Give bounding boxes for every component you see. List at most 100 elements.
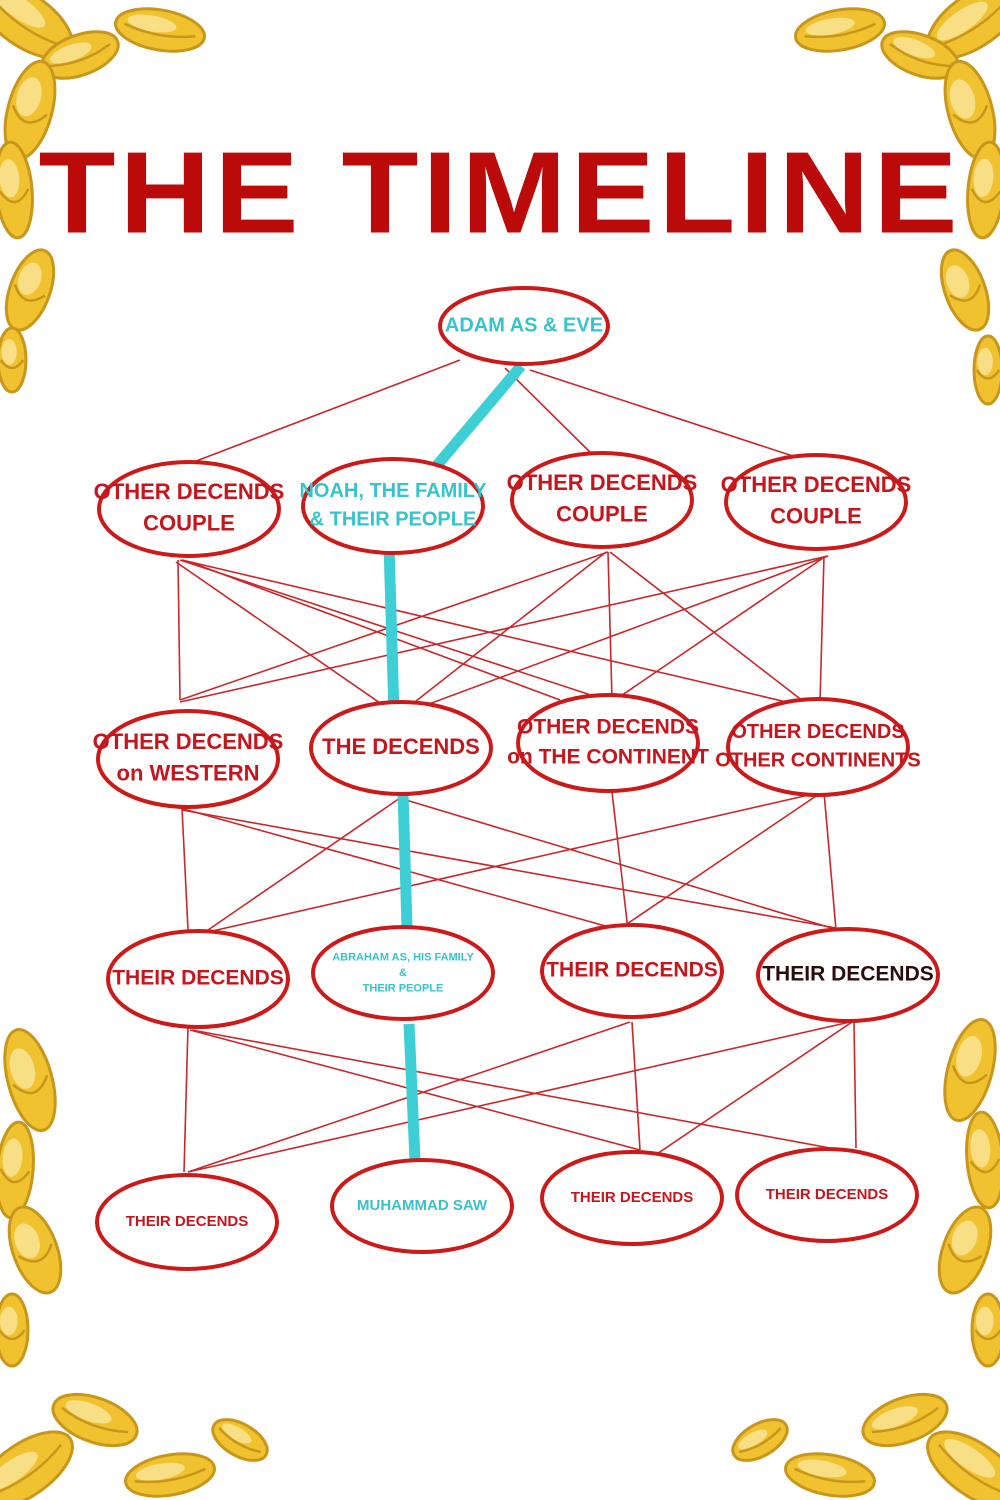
node-ellipse: [311, 925, 495, 1021]
node-label: ADAM AS & EVE: [445, 314, 603, 336]
ornament-leaf: [4, 248, 56, 332]
node-label: OTHER DECENDS: [507, 470, 698, 495]
ornament-leaf: [972, 334, 1000, 406]
ornament-leaf: [939, 248, 991, 332]
connector-line: [819, 555, 825, 703]
ornament-leaf: [40, 30, 120, 80]
node-abraham: ABRAHAM AS, HIS FAMILY&THEIR PEOPLE: [311, 925, 495, 1021]
lineage-line: [428, 362, 526, 474]
node-l3-4: THEIR DECENDS: [756, 927, 940, 1023]
node-ellipse: [438, 286, 610, 366]
node-label: OTHER CONTINENTS: [715, 749, 921, 771]
page-title: THE TIMELINE: [38, 127, 962, 258]
connector-line: [183, 1025, 189, 1173]
node-ellipse: [309, 700, 493, 796]
node-label: OTHER DECENDS: [517, 716, 699, 739]
node-label: MUHAMMAD SAW: [357, 1197, 488, 1214]
node-muhammad: MUHAMMAD SAW: [330, 1158, 514, 1254]
node-ellipse: [540, 1150, 724, 1246]
node-ellipse: [106, 929, 290, 1029]
connector-line: [611, 791, 629, 931]
lineage-path: [383, 362, 526, 1161]
connector-line: [647, 1021, 853, 1161]
ornament-leaf: [965, 1110, 1000, 1210]
connector-line: [504, 367, 597, 459]
lineage-line: [397, 791, 413, 929]
ornament-leaf: [114, 7, 206, 53]
node-l3-1: THEIR DECENDS: [106, 929, 290, 1029]
lineage-line: [383, 544, 400, 715]
node-label: THEIR DECENDS: [126, 1213, 249, 1230]
node-label: THEIR DECENDS: [571, 1189, 694, 1206]
ornament-leaf: [970, 1292, 1000, 1368]
ornament-leaf: [51, 1392, 139, 1448]
connector-line: [177, 359, 461, 469]
node-ellipse: [756, 927, 940, 1023]
connector-line: [853, 1021, 857, 1149]
node-label: COUPLE: [770, 503, 862, 528]
node-ellipse: [540, 923, 724, 1019]
ornament-leaf: [0, 140, 34, 240]
ornament-leaf: [211, 1418, 269, 1462]
node-label: OTHER DECENDS: [94, 479, 285, 504]
connector-line: [529, 369, 806, 461]
node-ellipse: [735, 1147, 919, 1243]
node-label: THEIR DECENDS: [762, 963, 934, 986]
ornament-leaf: [731, 1418, 789, 1462]
node-l4-4: THEIR DECENDS: [735, 1147, 919, 1243]
node-l4-1: THEIR DECENDS: [95, 1173, 279, 1271]
node-label: & THEIR PEOPLE: [310, 508, 477, 530]
ornament-leaf: [943, 1017, 997, 1123]
node-ellipse: [516, 693, 700, 793]
node-label: THEIR DECENDS: [112, 967, 284, 990]
node-label: OTHER DECENDS: [721, 472, 912, 497]
node-noah: NOAH, THE FAMILY & THEIR PEOPLE: [299, 457, 487, 555]
node-l4-3: THEIR DECENDS: [540, 1150, 724, 1246]
node-label: COUPLE: [143, 510, 235, 535]
connector-line: [175, 561, 394, 713]
ornament-leaf: [861, 1392, 949, 1448]
node-label: &: [399, 967, 407, 979]
connector-line: [401, 555, 829, 715]
node-label: THEIR PEOPLE: [363, 983, 444, 995]
connector-line: [823, 791, 837, 931]
connector-line: [207, 797, 401, 931]
node-label: NOAH, THE FAMILY: [299, 480, 487, 502]
ornament-leaf: [966, 140, 1000, 240]
node-adam: ADAM AS & EVE: [438, 286, 610, 366]
ornament-leaf: [3, 1027, 57, 1133]
lineage-line: [403, 1023, 421, 1161]
node-l1-1: OTHER DECENDS COUPLE: [94, 460, 285, 558]
node-ellipse: [95, 1173, 279, 1271]
node-ellipse: [330, 1158, 514, 1254]
connector-line: [179, 555, 829, 703]
connector-line: [207, 791, 823, 933]
node-label: OTHER DECENDS: [93, 729, 284, 754]
ornament-leaf: [124, 1452, 216, 1498]
node-l1-4: OTHER DECENDS COUPLE: [721, 453, 912, 551]
node-ellipse: [726, 697, 910, 797]
ornament-leaf: [0, 1430, 74, 1500]
ornament-leaf: [0, 326, 28, 394]
connector-line: [181, 809, 837, 929]
connector-line: [401, 551, 607, 713]
node-l2-3: OTHER DECENDS on THE CONTINENT: [507, 693, 709, 793]
ornament-leaf: [794, 7, 886, 53]
node-label: THEIR DECENDS: [546, 959, 718, 982]
node-ellipse: [724, 453, 908, 551]
node-ellipse: [510, 451, 694, 549]
ornament-leaf: [0, 1292, 30, 1368]
connector-line: [405, 799, 839, 931]
connector-line: [607, 551, 613, 701]
connector-line: [609, 551, 813, 709]
ornament-leaf: [7, 1205, 63, 1295]
node-ellipse: [97, 460, 281, 558]
connector-line: [177, 559, 181, 701]
node-ellipse: [96, 709, 280, 809]
node-label: on THE CONTINENT: [507, 745, 709, 768]
node-ellipse: [301, 457, 485, 555]
